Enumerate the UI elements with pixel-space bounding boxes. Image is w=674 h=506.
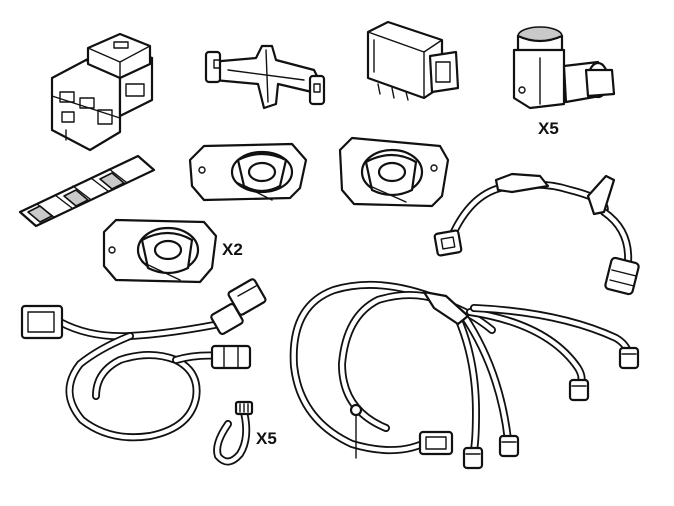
control-module-icon [50,32,154,152]
cable-tie-icon [213,400,254,466]
adhesive-pad-strip-icon [18,154,156,228]
bracket-qty-label: X2 [222,240,243,259]
ecu-box-icon [366,20,460,101]
sensor-qty-label: X5 [538,119,559,138]
parking-sensor-icon [512,26,616,110]
adapter-harness-icon [20,278,267,442]
main-sensor-harness-icon [289,280,640,470]
bracket-spreader-icon [204,44,326,110]
sensor-bracket-icon [188,142,308,202]
sensor-bracket-icon [102,218,218,284]
tie-qty-label: X5 [256,429,277,448]
sensor-bracket-icon [338,136,450,208]
short-harness-icon [433,172,640,296]
